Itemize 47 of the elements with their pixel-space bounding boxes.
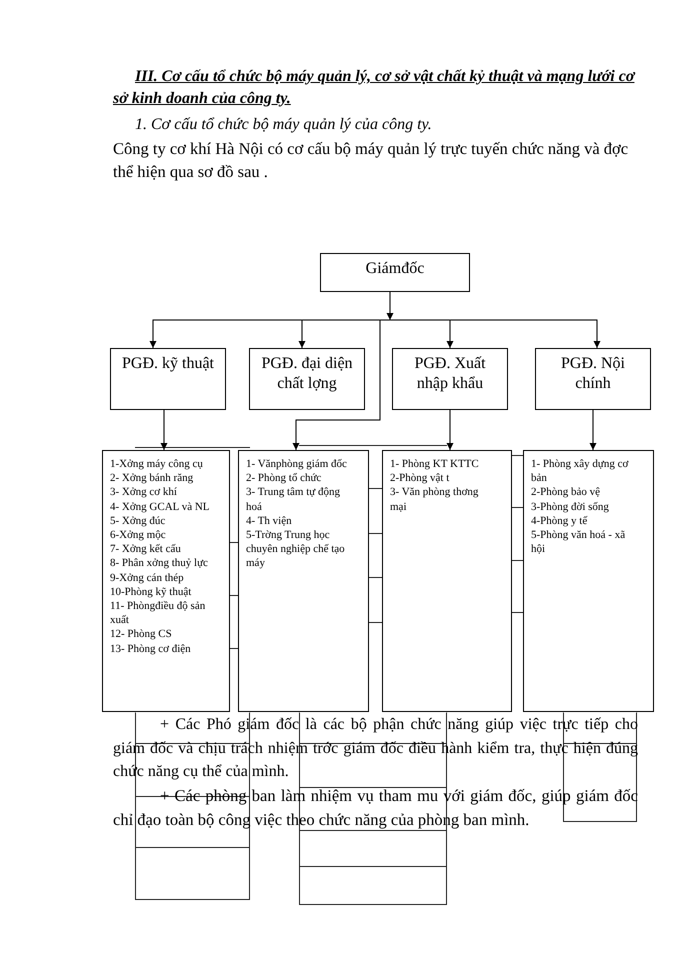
department-item: 3-Phòng đời sống [531, 500, 610, 514]
department-list-panel [238, 450, 369, 712]
department-item: 1- Phòng xây dựng cơ bản [531, 457, 630, 486]
connector-arrow [386, 292, 394, 320]
department-item: 5-Phòng văn hoá - xã hội [531, 528, 626, 556]
department-list-panel [102, 450, 230, 712]
department-item: 8- Phân xởng thuỷ lực [110, 556, 209, 571]
department-item: 7- Xởng kết cấu [110, 542, 182, 556]
position-box [110, 348, 226, 410]
department-item: 2- Phòng tổ chức [246, 471, 322, 486]
department-item: 9-Xởng cán thép [110, 570, 185, 585]
position-title: PGĐ. Nội chính [560, 354, 626, 394]
position-box [535, 348, 651, 410]
department-list-panel [382, 450, 512, 712]
department-item: 1-Xởng máy công cụ [110, 457, 204, 472]
department-item: 3- Xởng cơ khí [110, 485, 178, 500]
department-item: 3- Văn phòng thơng mại [390, 485, 480, 514]
department-item: 1- Vănphòng giám đốc [246, 457, 348, 472]
department-list-panel [523, 450, 654, 712]
department-item: 5-Trờng Trung học chuyên nghiệp chế tạo máy [246, 528, 346, 571]
department-item: 11- Phòngđiều độ sản xuất [110, 599, 206, 628]
position-title: Giámđốc [364, 259, 426, 279]
position-title: PGĐ. đại diện chất lợng [260, 354, 354, 394]
department-item: 2-Phòng bảo vệ [531, 485, 602, 500]
section-heading: III. Cơ cấu tổ chức bộ máy quản lý, cơ sở vật chất kỷ thuật và mạng lưới cơ sở kinh doanh của công ty. [113, 67, 636, 109]
position-box [249, 348, 365, 410]
department-item: 2-Phòng vật t [390, 471, 450, 486]
position-box [392, 348, 508, 410]
position-title: PGĐ. kỹ thuật [121, 354, 215, 374]
department-item: 1- Phòng KT KTTC [390, 457, 480, 472]
department-item: 2- Xởng bánh răng [110, 471, 194, 486]
connector-arrow [590, 410, 596, 450]
connector-arrow [446, 410, 454, 450]
department-item: 4- Th viện [246, 514, 293, 528]
position-title: PGĐ. Xuất nhập khẩu [413, 354, 487, 394]
department-item: 12- Phòng CS [110, 627, 173, 642]
department-item: 5- Xởng đúc [110, 514, 166, 528]
department-item: 4- Xởng GCAL và NL [110, 500, 211, 514]
connector-arrow [160, 410, 168, 450]
body-paragraph: Công ty cơ khí Hà Nội có cơ cấu bộ máy quản lý trực tuyến chức năng và đợc thể hiện qua sơ đồ sau . [113, 138, 630, 183]
department-item: 13- Phòng cơ điện [110, 642, 192, 656]
subsection-heading: 1. Cơ cấu tổ chức bộ máy quản lý của công ty. [135, 115, 433, 135]
position-box [320, 253, 470, 292]
department-item: 4-Phòng y tế [531, 514, 588, 528]
department-item: 10-Phòng kỹ thuật [110, 584, 192, 600]
department-item: 3- Trung tâm tự động hoá [246, 485, 341, 514]
department-item: 6-Xởng mộc [110, 528, 167, 542]
